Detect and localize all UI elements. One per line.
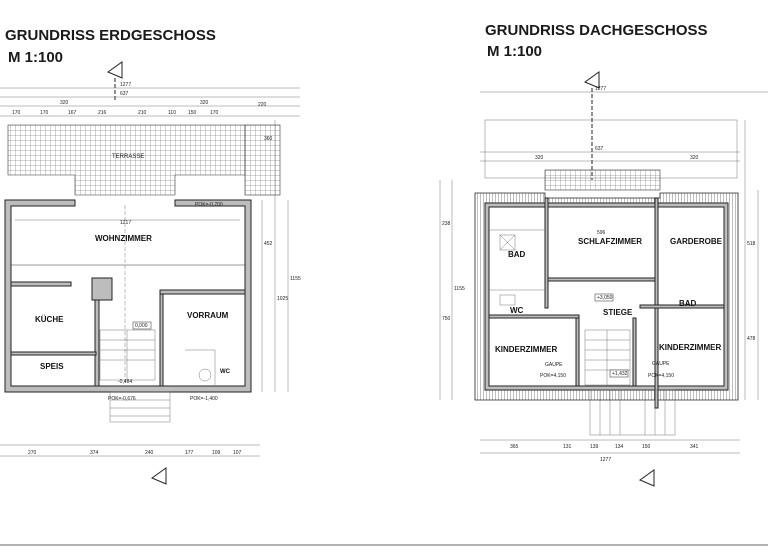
room-label-vorraum: VORRAUM: [187, 311, 229, 320]
dim-seg: 131: [563, 444, 572, 450]
dim-seg: 341: [690, 444, 699, 450]
level-landing: +1,432: [612, 371, 628, 377]
room-label-kinderzimmer-2: KINDERZIMMER: [659, 343, 721, 352]
attic-floor-scale: M 1:100: [487, 43, 542, 60]
dim-seg: 170: [210, 110, 219, 116]
dim-seg: 270: [28, 450, 37, 456]
dim-seg: 109: [212, 450, 221, 456]
interior-lines: [11, 205, 245, 385]
dim-seg: 240: [145, 450, 154, 456]
pok-door: POK=-1,400: [190, 396, 218, 402]
dim-seg: 107: [233, 450, 242, 456]
dim-seg: 177: [185, 450, 194, 456]
interior-lines: [489, 229, 631, 386]
room-label-stiege: STIEGE: [603, 308, 633, 317]
dim-seg: 110: [168, 110, 176, 116]
room-label-terrasse: TERRASSE: [112, 154, 144, 160]
bottom-dimensions: 270 374 240 177 109 107: [0, 444, 260, 457]
dim-overall: 1277: [120, 82, 131, 88]
dim-overall-bottom: 1277: [600, 457, 611, 463]
room-label-kinderzimmer-1: KINDERZIMMER: [495, 345, 557, 354]
dim-seg: 210: [138, 110, 147, 116]
terrace-stairs: [244, 124, 281, 196]
dim-side: 452: [264, 241, 273, 247]
room-label-garderobe: GARDEROBE: [670, 237, 723, 246]
dim-seg: 170: [40, 110, 49, 116]
balcony: [544, 169, 661, 191]
dim-seg: 365: [510, 444, 519, 450]
attic-floor-plan: GRUNDRISS DACHGESCHOSS M 1:100 1277 637 …: [439, 22, 768, 487]
room-label-kueche: KÜCHE: [35, 315, 64, 324]
pok-gaupe-1: POK=4,150: [540, 373, 566, 379]
dim-overall: 1277: [595, 86, 606, 92]
level-stair: +3,050: [597, 295, 613, 301]
gaupe-label-2: GAUPE: [652, 361, 670, 367]
room-label-wc: WC: [510, 306, 524, 315]
ground-floor-title: GRUNDRISS ERDGESCHOSS: [5, 27, 216, 44]
section-marker-icon: [106, 61, 167, 485]
gaupe-label-1: GAUPE: [545, 362, 563, 368]
dim-left: 320: [60, 100, 69, 106]
attic-floor-title: GRUNDRISS DACHGESCHOSS: [485, 22, 708, 39]
side-dimensions: 360 452 1025 1155: [261, 120, 301, 392]
dim-seg: 139: [590, 444, 599, 450]
dim-right: 320: [690, 155, 699, 161]
dim-seg: 220: [258, 102, 267, 108]
dim-side: 750: [442, 316, 451, 322]
pok-terrace: POK=-0,700: [195, 202, 223, 208]
room-label-wohnzimmer: WOHNZIMMER: [95, 234, 152, 243]
ground-floor-plan: GRUNDRISS ERDGESCHOSS M 1:100 1277 637 3…: [0, 27, 301, 485]
ground-floor-walls: [4, 199, 252, 393]
dim-seg: 216: [98, 110, 107, 116]
dim-side: 1025: [277, 296, 288, 302]
section-marker-icon: [583, 71, 655, 487]
room-label-schlafzimmer: SCHLAFZIMMER: [578, 237, 642, 246]
level-kitchen: 0,000: [135, 323, 148, 329]
terrace: [7, 124, 246, 196]
bottom-dimensions: 365 131 139 134 150 341 1277: [480, 439, 740, 463]
dim-seg: 170: [12, 110, 21, 116]
dim-side: 1155: [290, 276, 301, 282]
ground-floor-scale: M 1:100: [8, 49, 63, 66]
room-label-wc: WC: [220, 369, 231, 375]
dim-side: 238: [442, 221, 451, 227]
room-label-bad-2: BAD: [679, 299, 697, 308]
dim-side: 1155: [454, 286, 465, 292]
top-dimensions: 1277 637 320 320 170 170 167 216 210 110…: [0, 82, 300, 117]
dim-inner: 596: [597, 230, 606, 236]
dim-side: 478: [747, 336, 756, 342]
attic-floor-walls: [484, 197, 729, 409]
pok-gaupe-2: POK=4,150: [648, 373, 674, 379]
side-dimensions: 238 750 1155 518 478: [439, 120, 759, 400]
dim-seg: 167: [68, 110, 77, 116]
dim-left: 320: [535, 155, 544, 161]
dim-inner: 1217: [120, 220, 131, 226]
pok-entry: POK=-0,676: [108, 396, 136, 402]
dim-seg: 374: [90, 450, 99, 456]
level-stair: -0,484: [118, 379, 132, 385]
dim-right: 320: [200, 100, 209, 106]
top-dimensions: 1277 637 320 320: [480, 86, 768, 179]
room-label-bad: BAD: [508, 250, 526, 259]
entrance-steps: [109, 391, 171, 423]
dim-seg: 150: [642, 444, 651, 450]
dim-side: 518: [747, 241, 756, 247]
dim-half: 637: [595, 146, 604, 152]
entrance-steps: [589, 389, 676, 436]
dim-seg: 134: [615, 444, 624, 450]
dim-half: 637: [120, 91, 129, 97]
dim-seg: 150: [188, 110, 197, 116]
room-label-speis: SPEIS: [40, 362, 64, 371]
dim-side: 360: [264, 136, 273, 142]
